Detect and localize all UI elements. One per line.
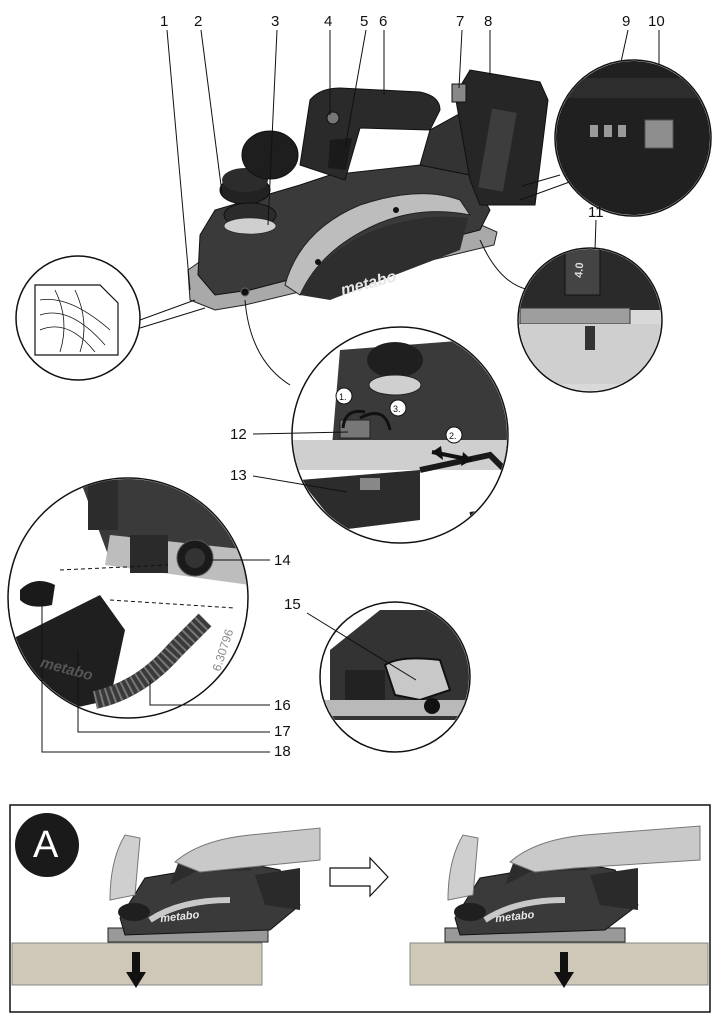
callout-3: 3 — [271, 13, 280, 30]
detail-led-indicator — [519, 59, 712, 217]
battery-capacity-label: 4.0 — [573, 262, 586, 278]
callout-14: 14 — [274, 552, 291, 569]
detail-grain-direction — [15, 255, 206, 381]
detail-parking-shoe — [479, 239, 663, 393]
callout-6: 6 — [379, 13, 388, 30]
callout-1: 1 — [160, 13, 169, 30]
panel-a-planer-right — [444, 825, 701, 988]
brand-label-panel-left: metabo — [160, 909, 200, 925]
brand-label-panel-right: metabo — [495, 909, 535, 925]
callout-2: 2 — [194, 13, 203, 30]
callout-12: 12 — [230, 426, 247, 443]
callout-4: 4 — [324, 13, 333, 30]
detail-parallel-fence — [244, 299, 509, 544]
panel-a-planer-left — [107, 827, 321, 988]
callout-15: 15 — [284, 596, 301, 613]
panel-letter: A — [33, 824, 59, 866]
detail-dust-extraction — [7, 477, 270, 753]
callout-13: 13 — [230, 467, 247, 484]
planer-main — [187, 69, 549, 311]
callout-17: 17 — [274, 723, 291, 740]
callout-5: 5 — [360, 13, 369, 30]
callout-18: 18 — [274, 743, 291, 760]
callout-16: 16 — [274, 697, 291, 714]
callout-11: 11 — [588, 204, 604, 221]
callout-9: 9 — [622, 13, 631, 30]
step-label-1: 1. — [339, 392, 347, 402]
callout-8: 8 — [484, 13, 493, 30]
callout-10: 10 — [648, 13, 665, 30]
step-label-2: 2. — [449, 431, 457, 441]
callout-7: 7 — [456, 13, 465, 30]
panel-a — [9, 804, 711, 1013]
detail-ejection-selector — [306, 601, 471, 753]
step-label-3: 3. — [393, 404, 401, 414]
